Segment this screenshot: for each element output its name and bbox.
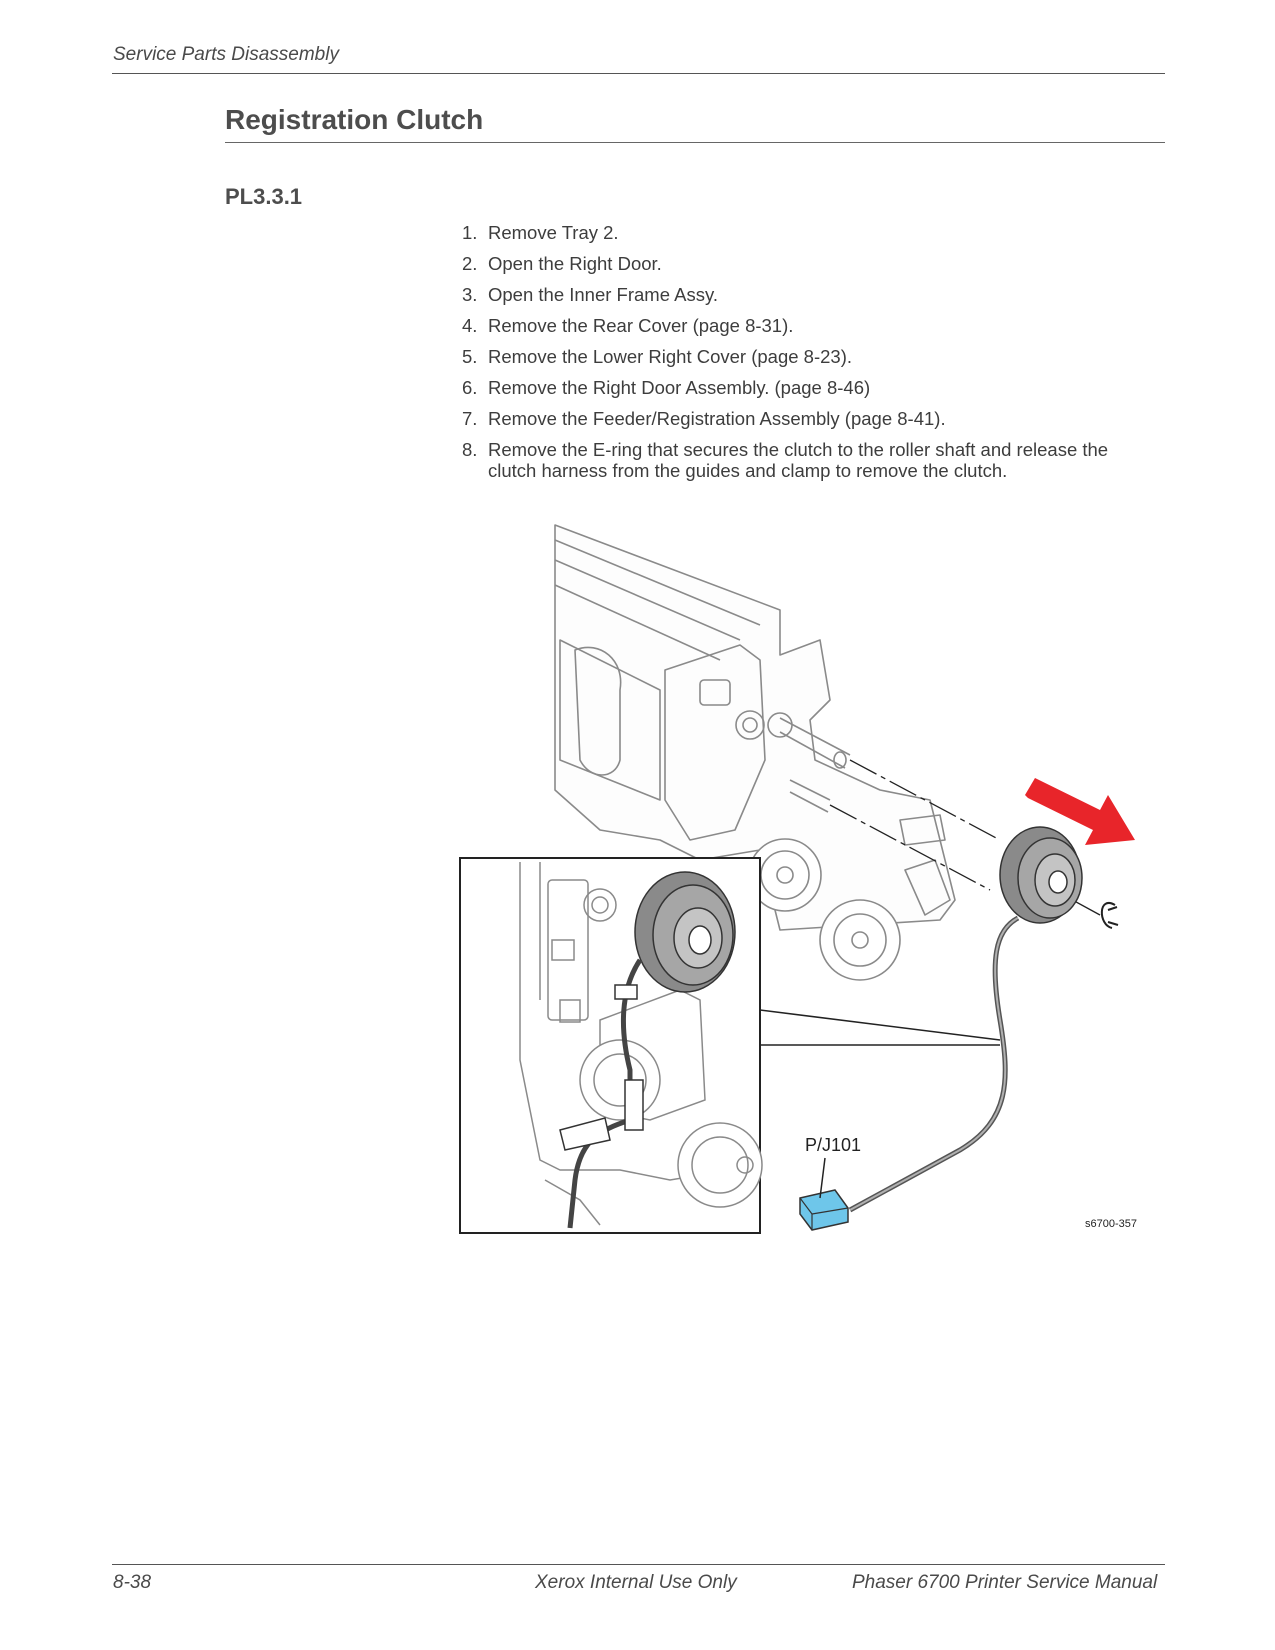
- header-rule: [112, 73, 1165, 74]
- step-item: 2. Open the Right Door.: [462, 253, 1152, 274]
- step-number: 7.: [462, 408, 478, 429]
- step-item: 5. Remove the Lower Right Cover (page 8-2…: [462, 346, 1152, 367]
- connector-callout-label: P/J101: [805, 1135, 862, 1155]
- step-text: Open the Right Door.: [488, 253, 662, 274]
- step-number: 1.: [462, 222, 478, 243]
- removal-arrow: [1025, 778, 1135, 845]
- page-title: Registration Clutch: [225, 104, 484, 135]
- detail-inset: [459, 857, 763, 1234]
- step-text: Remove Tray 2.: [488, 222, 619, 243]
- step-number: 5.: [462, 346, 478, 367]
- step-item: 3. Open the Inner Frame Assy.: [462, 284, 1152, 305]
- step-text: Remove the Lower Right Cover (page 8-23)…: [488, 346, 853, 367]
- title-rule: [225, 142, 1165, 143]
- page-number: 8-38: [113, 1572, 152, 1593]
- procedure-steps: 1.Remove Tray 2. 2.Open the Right Door. …: [462, 222, 1152, 491]
- step-text: Remove the Rear Cover (page 8-31).: [488, 315, 794, 336]
- footer-confidentiality: Xerox Internal Use Only: [535, 1572, 737, 1593]
- step-text: Remove the E-ring that secures the clutc…: [488, 439, 1109, 481]
- callout-leader: [819, 1157, 826, 1199]
- step-item: 1. Remove Tray 2.: [462, 222, 1152, 243]
- step-number: 4.: [462, 315, 478, 336]
- step-item: 6. Remove the Right Door Assembly. (page …: [462, 377, 1152, 398]
- step-number: 8.: [462, 439, 478, 460]
- parts-list-reference: PL3.3.1: [225, 184, 303, 209]
- clutch-exploded: [999, 826, 1083, 924]
- e-ring: [1100, 902, 1119, 929]
- step-number: 2.: [462, 253, 478, 274]
- step-text: Remove the Feeder/Registration Assembly …: [488, 408, 946, 429]
- step-text: Open the Inner Frame Assy.: [488, 284, 718, 305]
- step-number: 3.: [462, 284, 478, 305]
- step-number: 6.: [462, 377, 478, 398]
- connector-pj101: [799, 1189, 849, 1231]
- footer-manual-title: Phaser 6700 Printer Service Manual: [852, 1572, 1158, 1593]
- figure-id: s6700-357: [1085, 1218, 1137, 1230]
- running-head: Service Parts Disassembly: [113, 44, 339, 65]
- step-item: 8. Remove the E-ring that secures the clu…: [462, 439, 1152, 481]
- footer-rule: [112, 1564, 1165, 1565]
- step-item: 7. Remove the Feeder/Registration Assembl…: [462, 408, 1152, 429]
- clutch-detail: [634, 871, 736, 993]
- step-text: Remove the Right Door Assembly. (page 8-…: [488, 377, 871, 398]
- step-item: 4. Remove the Rear Cover (page 8-31).: [462, 315, 1152, 336]
- registration-clutch-illustration: [459, 524, 1135, 1234]
